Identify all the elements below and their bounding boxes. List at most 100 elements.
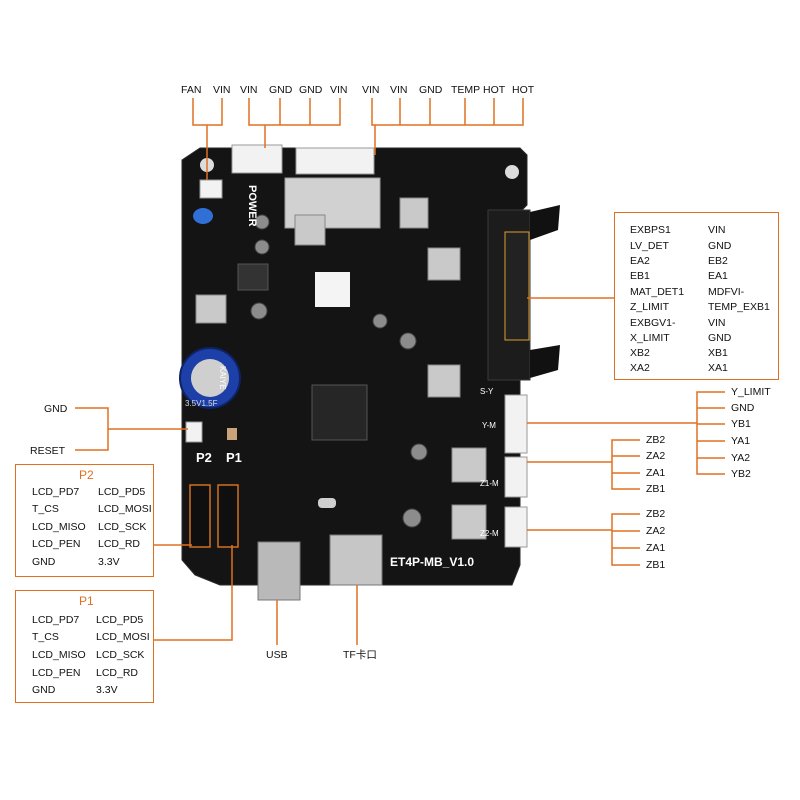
ym-silkscreen: Y-M: [482, 421, 496, 430]
p1-pin: GND: [32, 684, 56, 696]
tf-slot: [329, 534, 383, 586]
mount-hole: [505, 165, 519, 179]
heatsink: [427, 247, 461, 281]
z2-pin: ZA1: [646, 542, 666, 554]
y-motor-connector: [504, 394, 528, 454]
p1-pin: LCD_SCK: [96, 649, 145, 661]
ext-pin: MDFVI-: [708, 286, 745, 298]
ext-pin: TEMP_EXB1: [708, 301, 770, 313]
label-usb: USB: [266, 649, 288, 661]
label-gnd: GND: [269, 84, 293, 96]
label-vin: VIN: [390, 84, 408, 96]
p2-pin: LCD_RD: [98, 538, 141, 550]
qr-label: [315, 272, 350, 307]
z1-pin: ZA2: [646, 450, 666, 462]
reset-button: [227, 428, 237, 440]
p1-pin: LCD_RD: [96, 667, 139, 679]
p1-title: P1: [79, 594, 94, 608]
p1-pin: LCD_PEN: [32, 667, 81, 679]
heatsink: [427, 364, 461, 398]
cap-value: 3.5V1.5F: [185, 399, 218, 408]
z1-pin: ZB1: [646, 483, 666, 495]
heatsink: [294, 214, 326, 246]
label-vin: VIN: [362, 84, 380, 96]
label-fan: FAN: [181, 84, 202, 96]
p1-pin: LCD_PD5: [96, 614, 144, 626]
p1-pin: LCD_PD7: [32, 614, 80, 626]
ext-pin: XB1: [708, 347, 728, 359]
heatsink: [451, 504, 487, 540]
usb-port: [257, 541, 301, 601]
label-vin: VIN: [330, 84, 348, 96]
z2m-silkscreen: Z2-M: [480, 529, 499, 538]
ext-pin: EXBGV1-: [630, 317, 676, 329]
label-reset: RESET: [30, 445, 66, 457]
ext-pin: LV_DET: [630, 240, 669, 252]
sy-silkscreen: S-Y: [480, 387, 494, 396]
ext-pin: VIN: [708, 317, 726, 329]
y-pin: YB2: [731, 468, 751, 480]
p2-pin: GND: [32, 556, 56, 568]
p2-pin: LCD_PD7: [32, 486, 80, 498]
y-pin: YB1: [731, 418, 751, 430]
crystal: [318, 498, 336, 508]
ext-pin: EA1: [708, 270, 728, 282]
z2-pin: ZB2: [646, 508, 666, 520]
y-pin: YA2: [731, 452, 751, 464]
ext-pin: EXBPS1: [630, 224, 671, 236]
p2-pin: LCD_SCK: [98, 521, 147, 533]
z2-motor-connector: [504, 506, 528, 548]
label-vin: VIN: [213, 84, 231, 96]
label-hot: HOT: [483, 84, 506, 96]
ext-pin: EA2: [630, 255, 650, 267]
cap-brand: KAIYE: [218, 366, 227, 390]
p2-pin: LCD_PEN: [32, 538, 81, 550]
ext-pin: XA1: [708, 362, 728, 374]
heatsink: [195, 294, 227, 324]
heatsink: [399, 197, 429, 229]
fan-connector: [199, 179, 223, 199]
p2-pin: T_CS: [32, 503, 59, 515]
ext-pin: EB2: [708, 255, 728, 267]
label-vin: VIN: [240, 84, 258, 96]
y-pin: Y_LIMIT: [731, 386, 771, 398]
p2-title: P2: [79, 468, 94, 482]
ext-pin: MAT_DET1: [630, 286, 685, 298]
y-pin: GND: [731, 402, 755, 414]
p1-pin: 3.3V: [96, 684, 118, 696]
ext-pin: X_LIMIT: [630, 332, 670, 344]
label-tf-slot: TF卡口: [343, 649, 377, 661]
p2-pinout-box: P2 LCD_PD7 LCD_PD5 T_CS LCD_MOSI LCD_MIS…: [15, 464, 154, 577]
label-gnd-left: GND: [44, 403, 68, 415]
p2-pin: LCD_PD5: [98, 486, 146, 498]
leader-lines: [75, 98, 725, 645]
y-pin: YA1: [731, 435, 751, 447]
p2-pin: LCD_MISO: [32, 521, 86, 533]
ext-pin: EB1: [630, 270, 650, 282]
p1-silkscreen: P1: [226, 450, 242, 465]
z2-pin: ZA2: [646, 525, 666, 537]
ext-pin: VIN: [708, 224, 726, 236]
ext-pin: GND: [708, 240, 732, 252]
p2-header: [189, 484, 211, 548]
power-silkscreen: POWER: [246, 185, 258, 227]
z1-pin: ZB2: [646, 434, 666, 446]
p2-silkscreen: P2: [196, 450, 212, 465]
mcu-chip: [311, 384, 368, 441]
p1-pinout-box: P1 LCD_PD7 LCD_PD5 T_CS LCD_MOSI LCD_MIS…: [15, 590, 154, 703]
z1-pin: ZA1: [646, 467, 666, 479]
p2-pin: 3.3V: [98, 556, 120, 568]
ext-pin: GND: [708, 332, 732, 344]
blue-capacitor: [193, 208, 213, 224]
p1-pin: T_CS: [32, 631, 59, 643]
heatsink: [451, 447, 487, 483]
z1m-silkscreen: Z1-M: [480, 479, 499, 488]
label-temp: TEMP: [451, 84, 481, 96]
board-model: ET4P-MB_V1.0: [390, 555, 475, 569]
reset-connector: [185, 421, 203, 443]
z2-pin: ZB1: [646, 559, 666, 571]
label-gnd: GND: [299, 84, 323, 96]
inductor: [237, 263, 269, 291]
ext-connector-box: EXBPS1 VIN LV_DET GND EA2 EB2 EB1 EA1 MA…: [614, 212, 779, 380]
